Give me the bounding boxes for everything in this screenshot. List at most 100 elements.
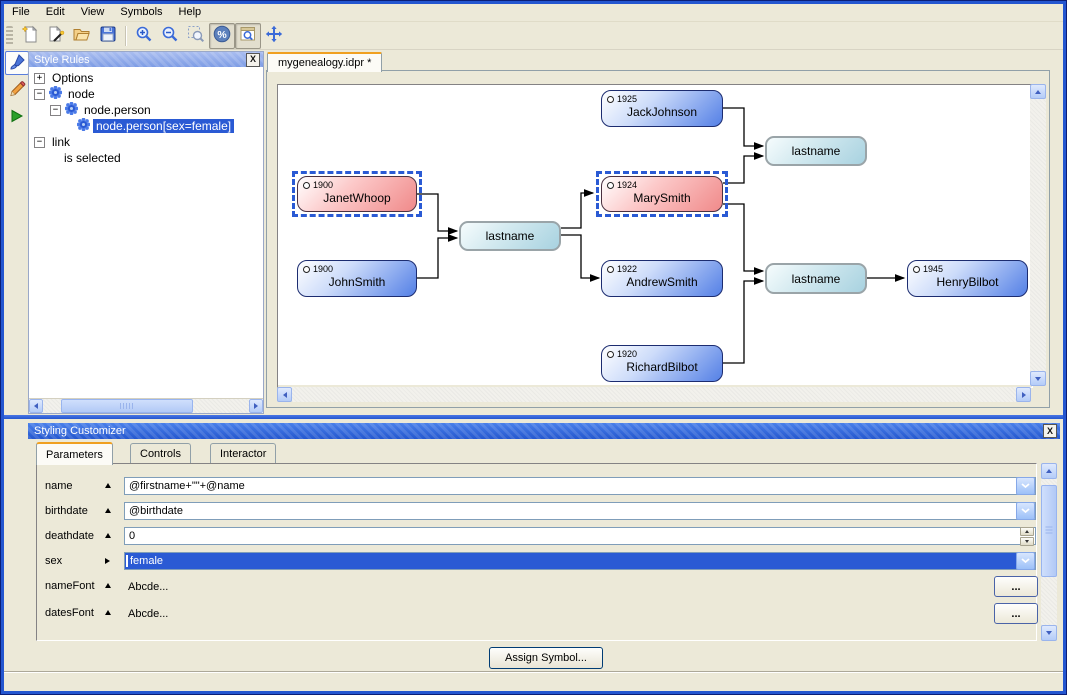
edit-pencil-button[interactable] [5,78,29,102]
birthdate-badge: 1922 [607,264,637,274]
diagram-node-lastname-family[interactable]: lastname [765,263,867,294]
sex-combobox[interactable]: female [124,552,1036,570]
zoom-area-icon [187,25,205,46]
arrow-up-icon[interactable] [105,610,111,615]
arrow-right-icon[interactable] [105,558,110,564]
name-combobox[interactable]: @firstname+""+@name [124,477,1036,495]
parameters-vscrollbar[interactable] [1041,463,1057,641]
chevron-down-icon[interactable] [1016,502,1035,520]
arrow-up-icon[interactable] [105,483,111,488]
collapse-icon[interactable]: − [34,88,45,100]
pan-button[interactable] [261,23,287,49]
tree-item-is-selected[interactable]: is selected [29,150,263,166]
zoom-percent-button[interactable]: % [209,22,235,49]
collapse-icon[interactable]: − [50,104,61,116]
parameter-label: sex [45,555,63,567]
birthdate-label: 1945 [923,264,944,274]
run-button[interactable] [5,105,29,129]
node-label: RichardBilbot [626,360,698,374]
zoom-area-button[interactable] [183,23,209,49]
chevron-down-icon[interactable] [1016,477,1035,495]
scroll-up-icon[interactable] [1041,463,1057,479]
scroll-thumb[interactable] [61,399,193,413]
open-folder-button[interactable] [69,23,95,49]
style-rules-hscrollbar[interactable] [29,398,263,413]
node-label: HenryBilbot [936,275,999,289]
menu-file[interactable]: File [12,6,30,18]
birthdate-combobox[interactable]: @birthdate [124,502,1036,520]
zoom-in-button[interactable] [131,23,157,49]
scroll-up-icon[interactable] [1030,84,1046,99]
canvas-hscrollbar[interactable] [277,387,1031,402]
scroll-left-icon[interactable] [29,399,43,413]
save-button[interactable] [95,23,121,49]
tree-item-link[interactable]: −link [29,134,263,150]
birthdate-label: 1900 [313,264,334,274]
menu-help[interactable]: Help [178,6,202,18]
toolbar-grip[interactable] [6,25,13,46]
scroll-thumb[interactable] [1041,485,1057,577]
nameFont-browse-button[interactable]: ... [994,576,1038,597]
scroll-right-icon[interactable] [1016,387,1031,402]
styling-customizer-titlebar: Styling Customizer X [28,423,1060,439]
menu-view[interactable]: View [80,6,105,18]
scroll-down-icon[interactable] [1041,625,1057,641]
scroll-down-icon[interactable] [1030,371,1046,386]
collapse-icon[interactable]: − [34,136,45,148]
canvas-vscrollbar[interactable] [1030,84,1046,386]
scroll-left-icon[interactable] [277,387,292,402]
tree-item-node-person-sex-female-[interactable]: node.person[sex=female] [29,117,263,134]
tab-parameters[interactable]: Parameters [36,442,113,465]
datesFont-browse-button[interactable]: ... [994,603,1038,624]
edit-pencil-icon [8,80,26,101]
style-brush-icon [8,53,26,74]
new-wizard-icon [47,25,65,46]
arrow-up-icon[interactable] [105,533,111,538]
birthdate-badge: 1900 [303,264,333,274]
style-brush-button[interactable] [4,51,29,75]
new-wizard-button[interactable] [43,23,69,49]
chevron-down-icon[interactable] [1016,552,1035,570]
close-icon[interactable]: X [1043,424,1057,438]
birthdate-badge: 1924 [607,180,637,190]
fit-to-view-button[interactable] [235,22,261,49]
person-dot-icon [607,350,614,358]
parameter-label: datesFont [45,607,94,619]
assign-symbol-button[interactable]: Assign Symbol... [489,647,603,669]
datesFont-preview: Abcde... [128,608,169,620]
zoom-out-button[interactable] [157,23,183,49]
arrow-up-icon[interactable] [105,583,111,588]
deathdate-spinner[interactable]: 0 [124,526,1036,546]
tab-interactor[interactable]: Interactor [210,443,277,463]
new-document-button[interactable] [17,23,43,49]
close-icon[interactable]: X [246,52,260,67]
spin-up-icon[interactable] [1020,526,1034,536]
diagram-node-lastname-family[interactable]: lastname [459,221,561,251]
diagram-node-lastname-family[interactable]: lastname [765,136,867,166]
arrow-up-icon[interactable] [105,508,111,513]
birthdate-label: 1925 [617,94,638,104]
scroll-right-icon[interactable] [249,399,263,413]
menu-bar: File Edit View Symbols Help [4,3,1063,22]
spin-down-icon[interactable] [1020,536,1034,546]
expand-icon[interactable]: + [34,72,45,84]
person-dot-icon [913,265,920,273]
tree-item-options[interactable]: +Options [29,70,263,86]
tree-item-node-person[interactable]: −node.person [29,101,263,118]
menu-edit[interactable]: Edit [45,6,65,18]
tab-controls[interactable]: Controls [130,443,191,463]
menu-symbols[interactable]: Symbols [120,6,163,18]
birthdate-label: 1924 [617,180,638,190]
rule-gear-icon [64,101,79,118]
tab-mygenealogy[interactable]: mygenealogy.idpr * [267,52,383,72]
parameter-label: deathdate [45,530,94,542]
tree-item-node[interactable]: −node [29,85,263,102]
